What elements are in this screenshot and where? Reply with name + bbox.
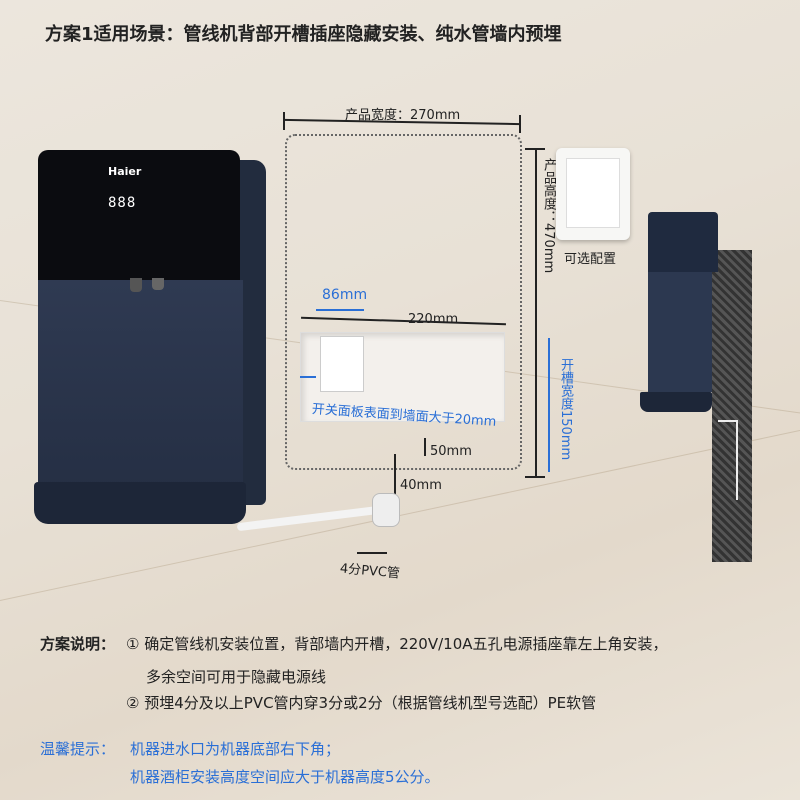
side-view-tray <box>640 392 712 412</box>
faucet-icon <box>130 278 142 292</box>
pipe-dimension-line <box>357 552 387 554</box>
width-label: 产品宽度：270mm <box>345 108 461 123</box>
dimension-tick <box>519 115 521 133</box>
optional-config-label: 可选配置 <box>564 252 617 267</box>
pvc-pipe-fitting <box>372 493 400 527</box>
pe-hose <box>236 505 387 532</box>
tip-1: 机器进水口为机器底部右下角； <box>130 740 341 758</box>
description-heading: 方案说明： <box>40 635 116 653</box>
description-item-1-cont: 多余空间可用于隐藏电源线 <box>146 668 327 686</box>
faucet-icon <box>152 278 164 290</box>
slot-width-label: 开槽宽度150mm <box>558 358 573 461</box>
slot-length-label: 220mm <box>408 312 459 327</box>
gap-40-label: 40mm <box>400 478 442 493</box>
description-item-1: ① 确定管线机安装位置，背部墙内开槽，220V/10A五孔电源插座靠左上角安装， <box>126 635 668 653</box>
tip-2: 机器酒柜安装高度空间应大于机器高度5公分。 <box>130 768 440 786</box>
wall-section <box>712 250 752 562</box>
depth-marker <box>300 376 316 378</box>
tips-heading: 温馨提示： <box>40 740 116 758</box>
switch-button <box>566 158 620 228</box>
brand-logo: Haier <box>108 165 142 178</box>
gap-40-line <box>394 454 396 498</box>
machine-outline <box>285 134 522 470</box>
drip-tray <box>34 482 246 524</box>
gap-50-label: 50mm <box>430 444 472 459</box>
slot-width-line <box>548 338 550 472</box>
side-pipe <box>718 420 738 422</box>
side-view-body <box>648 272 712 392</box>
machine-display: 888 <box>108 195 137 211</box>
pipe-label: 4分PVC管 <box>339 561 401 582</box>
height-label: 产品高度：470mm <box>541 158 556 274</box>
height-dimension-line <box>535 148 537 478</box>
machine-control-head <box>38 150 240 280</box>
machine-body <box>38 280 243 490</box>
dimension-tick <box>283 112 285 130</box>
dimension-tick <box>525 476 545 478</box>
dimension-tick <box>525 148 545 150</box>
description-item-2: ② 预埋4分及以上PVC管内穿3分或2分（根据管线机型号选配）PE软管 <box>126 694 597 712</box>
gap-50-line <box>424 438 426 456</box>
power-socket-icon <box>320 336 364 392</box>
page-title: 方案1适用场景：管线机背部开槽插座隐藏安装、纯水管墙内预埋 <box>45 24 562 45</box>
socket-width-label: 86mm <box>322 287 368 303</box>
side-view-head <box>648 212 718 272</box>
socket-dimension-line <box>316 309 364 311</box>
side-pipe <box>736 420 738 500</box>
